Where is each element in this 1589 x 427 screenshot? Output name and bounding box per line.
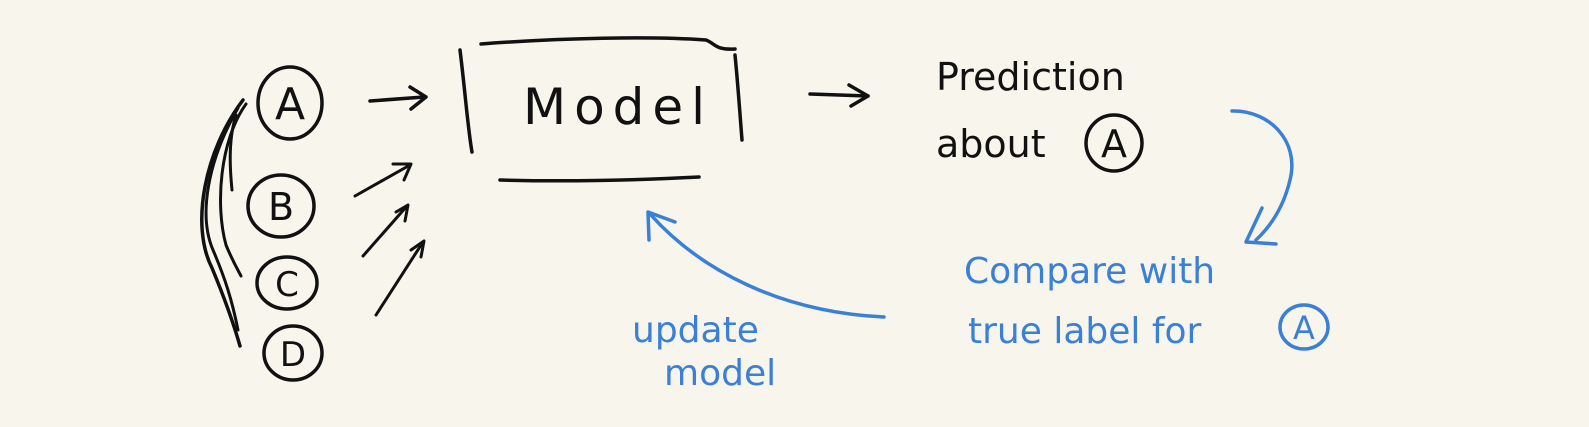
update-line1: update bbox=[632, 310, 759, 351]
bracket-stroke-outer bbox=[200, 98, 245, 348]
input-arrows bbox=[353, 85, 428, 317]
input-b-label: B bbox=[268, 185, 294, 229]
update-line2: model bbox=[664, 353, 776, 394]
model-box-left bbox=[458, 48, 474, 154]
input-b-node: B bbox=[246, 173, 316, 239]
arrow-b-to-model bbox=[353, 162, 413, 198]
arrow-a-to-model bbox=[368, 85, 428, 111]
prediction-line2: about bbox=[936, 122, 1046, 166]
compare-target-circle bbox=[1278, 303, 1330, 351]
prediction-target-circle bbox=[1084, 113, 1144, 173]
compare-target-label: A bbox=[1293, 309, 1315, 347]
input-c-label: C bbox=[275, 265, 299, 305]
input-a-node: A bbox=[256, 65, 324, 141]
arrow-d-to-model bbox=[374, 239, 426, 317]
prediction-target-label: A bbox=[1101, 122, 1127, 166]
model-label: Model bbox=[523, 78, 713, 136]
compare-line1: Compare with bbox=[964, 251, 1215, 292]
compare-block: Compare with true label for A bbox=[964, 251, 1330, 352]
arrow-model-to-prediction bbox=[808, 83, 870, 108]
model-box-top bbox=[479, 36, 737, 51]
input-c-circle bbox=[255, 255, 319, 311]
input-a-circle bbox=[256, 65, 324, 141]
input-a-label: A bbox=[275, 79, 305, 130]
input-c-node: C bbox=[255, 255, 319, 311]
update-block: update model bbox=[632, 310, 776, 394]
model-box-right bbox=[733, 53, 744, 142]
input-group-bracket bbox=[200, 98, 248, 348]
model-box-bottom bbox=[498, 175, 701, 183]
bracket-stroke-middle bbox=[204, 106, 240, 332]
compare-line2: true label for bbox=[968, 311, 1202, 352]
arrow-update-model bbox=[646, 210, 886, 319]
bracket-stroke-short bbox=[228, 113, 238, 192]
arrow-c-to-model bbox=[361, 203, 410, 258]
input-d-circle bbox=[262, 324, 324, 382]
arrow-prediction-to-compare bbox=[1230, 109, 1294, 246]
input-d-label: D bbox=[280, 335, 306, 375]
model-box: Model bbox=[458, 36, 744, 183]
input-b-circle bbox=[246, 173, 316, 239]
input-d-node: D bbox=[262, 324, 324, 382]
prediction-block: Prediction about A bbox=[936, 55, 1144, 173]
prediction-line1: Prediction bbox=[936, 55, 1125, 99]
